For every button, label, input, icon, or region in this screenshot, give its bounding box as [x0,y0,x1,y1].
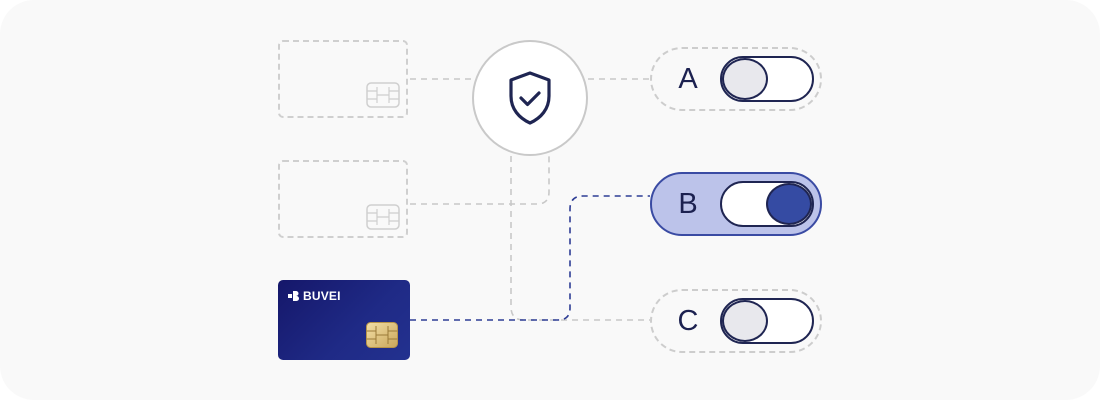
option-a-label: A [678,62,698,95]
card-brand-name: BUVEI [303,289,341,303]
active-card[interactable]: BUVEI [278,280,410,360]
option-b-toggle[interactable] [720,181,814,227]
card-chip-icon [366,82,400,108]
security-hub [472,40,588,156]
card-chip-icon [366,322,398,348]
connector-card2-shield [410,156,550,205]
card-placeholder-1 [278,40,408,118]
card-placeholder-2 [278,160,408,238]
option-b-label: B [678,187,698,220]
option-a[interactable]: A [650,47,822,111]
buvei-logo-mark-icon [288,291,299,301]
connector-shield-option-c [510,156,650,321]
option-c-label: C [677,304,699,337]
shield-check-icon [509,71,551,125]
card-brand: BUVEI [288,289,341,303]
option-a-toggle[interactable] [720,56,814,102]
option-a-toggle-knob [722,58,768,100]
card-chip-icon [366,204,400,230]
option-c[interactable]: C [650,289,822,353]
option-b-toggle-knob [766,183,812,225]
connector-active-card-option-b [410,195,650,321]
option-c-toggle-knob [722,300,768,342]
option-c-toggle[interactable] [720,298,814,344]
option-b[interactable]: B [650,172,822,236]
